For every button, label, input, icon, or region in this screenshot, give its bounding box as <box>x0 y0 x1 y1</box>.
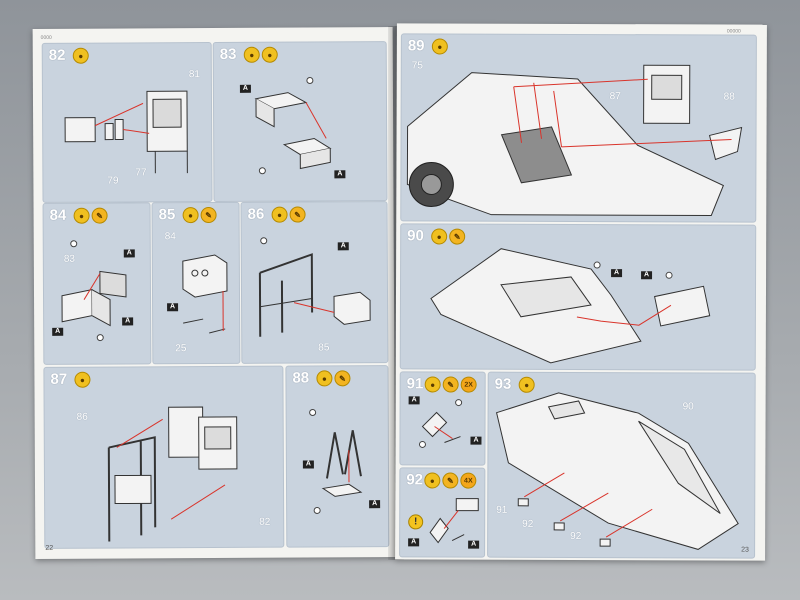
step-86-illustration <box>258 237 371 337</box>
step-88-illustration <box>309 408 363 514</box>
step-87-illustration <box>107 406 238 542</box>
step-86-panel: 86 ● ✎ A 85 <box>240 201 389 364</box>
page-number: 23 <box>741 546 749 554</box>
step-90-illustration <box>430 248 711 364</box>
step-93-illustration <box>495 392 739 550</box>
step-85-panel: 85 ● ✎ 84 A 25 <box>151 201 241 365</box>
step-92-illustration <box>429 498 479 544</box>
step-88-panel: 88 ● ✎ A A <box>285 365 390 548</box>
step-84-illustration <box>61 240 127 342</box>
page-header-code: 0000 <box>40 34 52 41</box>
step-89-panel: 89 ● 75 87 88 <box>400 33 757 223</box>
instruction-page-left: 0000 82 ● 81 79 77 83 ● ● A A <box>32 27 396 559</box>
step-89-illustration <box>406 64 743 216</box>
step-91-illustration <box>418 399 463 448</box>
step-93-panel: 93 ● 90 91 92 92 <box>487 371 756 559</box>
step-82-panel: 82 ● 81 79 77 <box>41 42 213 203</box>
step-90-panel: 90 ● ✎ A A <box>399 223 757 371</box>
page-number: 22 <box>45 544 54 552</box>
step-82-illustration <box>64 90 188 174</box>
step-83-panel: 83 ● ● A A <box>212 41 388 203</box>
step-87-panel: 87 ● 86 82 <box>43 365 285 549</box>
instruction-page-right: 00000 89 ● 75 87 88 90 ● ✎ A A <box>395 23 767 561</box>
step-92-panel: 92 ● ✎ 4X ! A A <box>399 467 486 558</box>
step-83-illustration <box>254 76 332 175</box>
step-84-panel: 84 ● ✎ 83 A A A <box>42 202 152 365</box>
step-85-illustration <box>182 254 228 334</box>
step-91-panel: 91 ● ✎ 2X A A <box>399 371 486 466</box>
